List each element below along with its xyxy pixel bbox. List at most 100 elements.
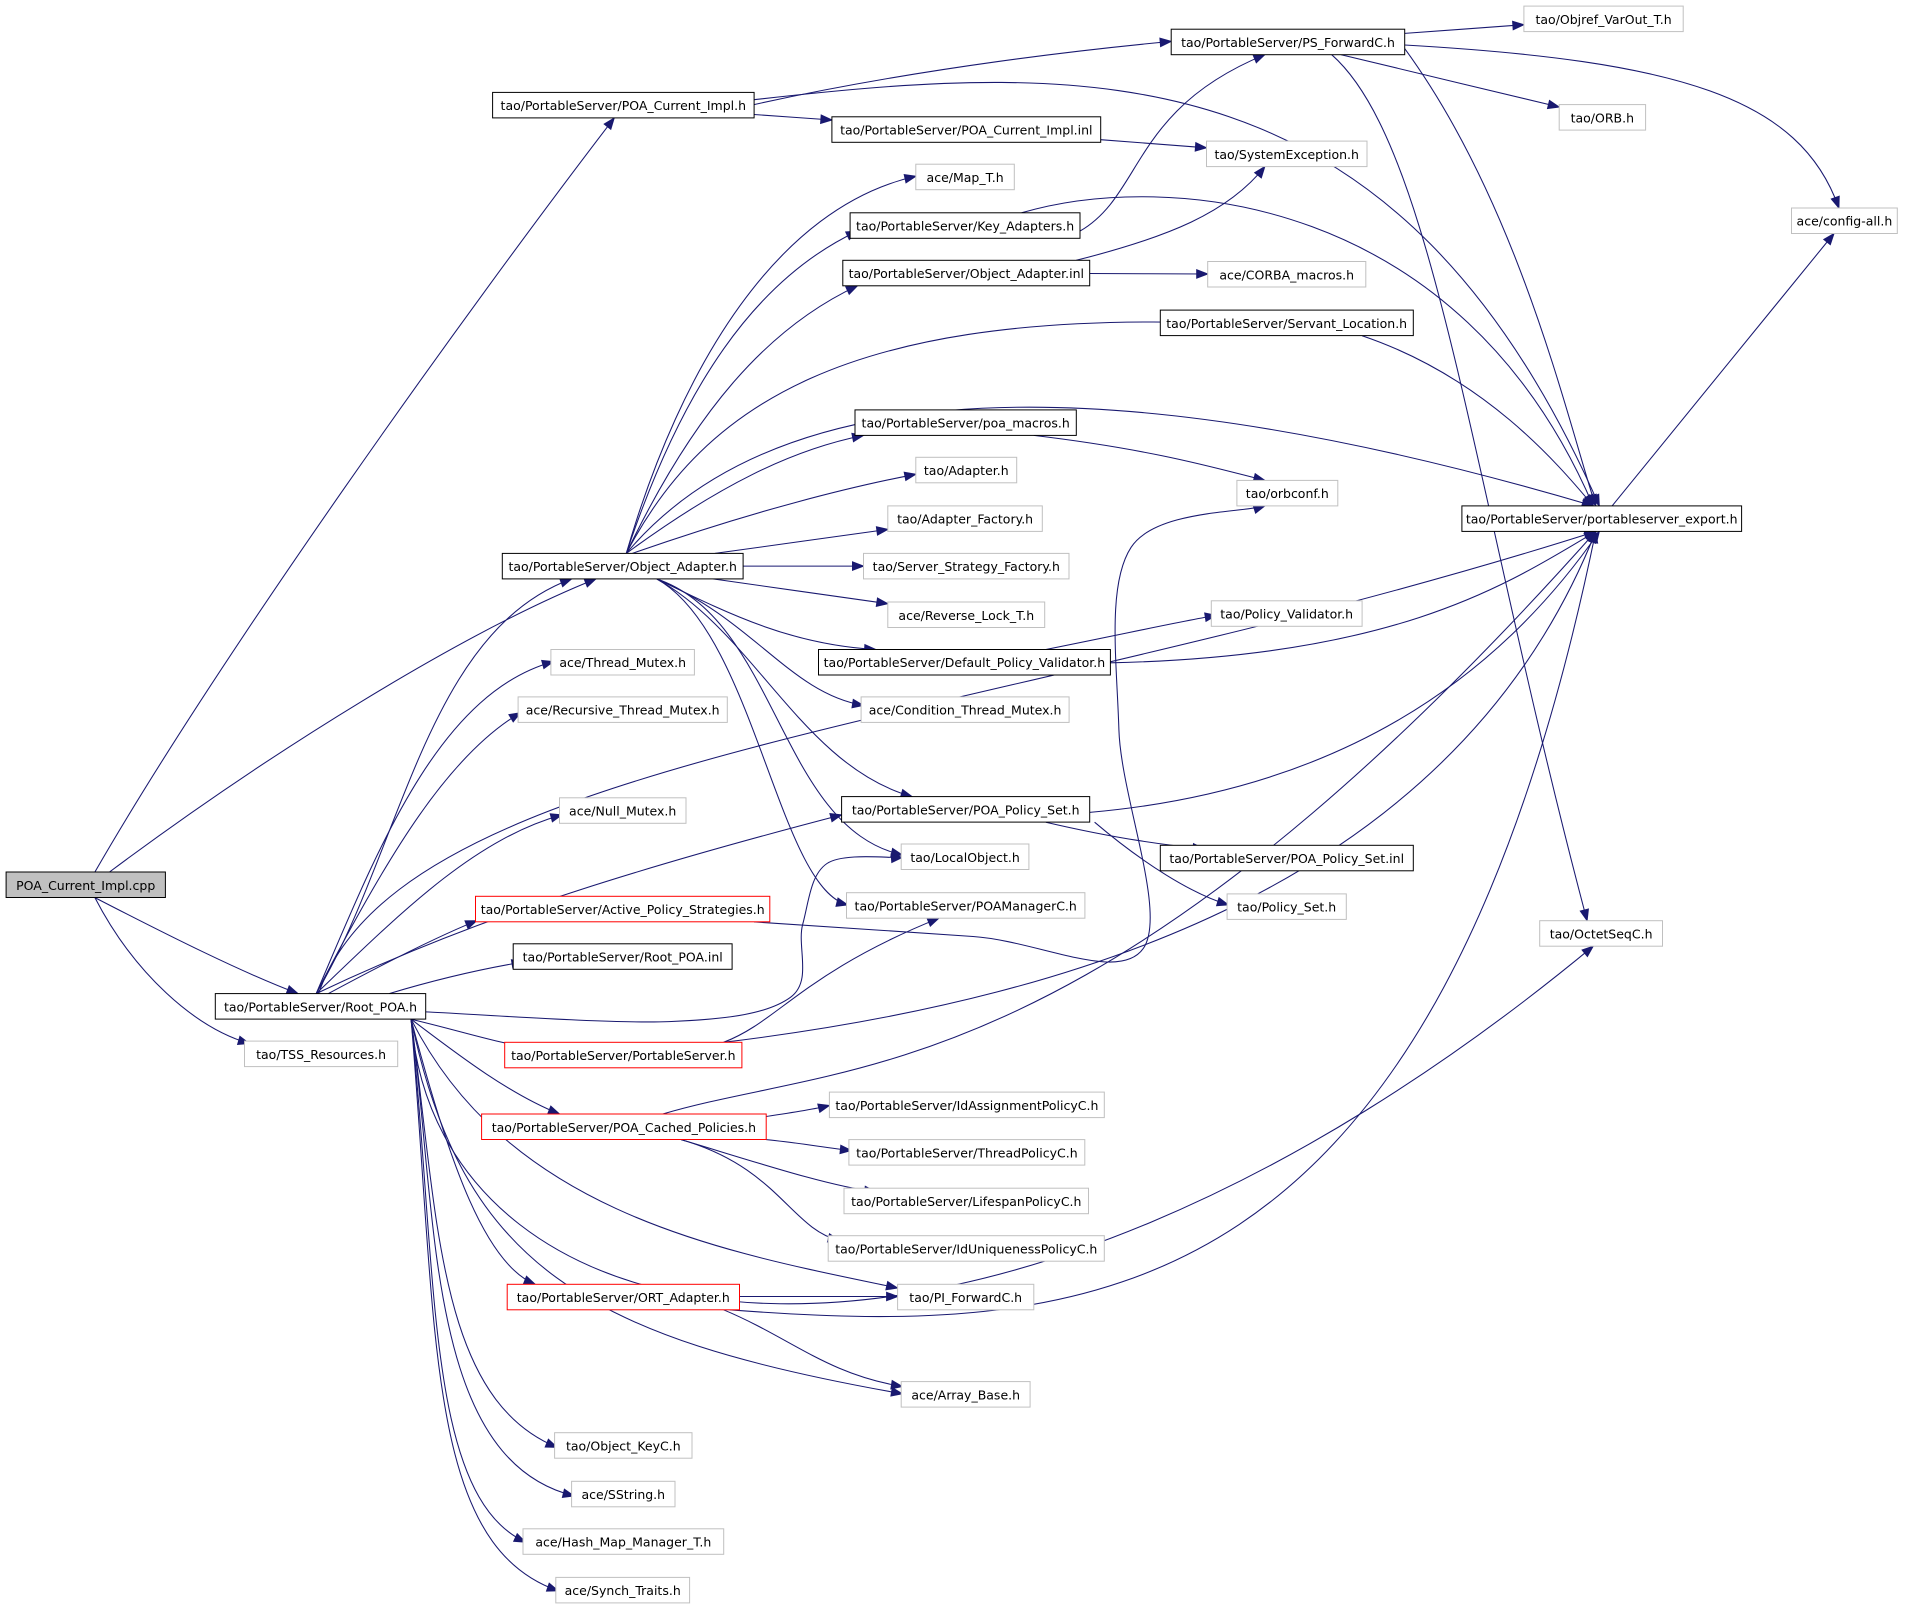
edge-root-to-poacur_h <box>94 116 616 873</box>
node-servloc[interactable]: tao/PortableServer/Servant_Location.h <box>1159 309 1414 337</box>
arrowhead-icon <box>1830 195 1840 210</box>
edge-root-to-tss <box>94 897 251 1046</box>
arrowhead-icon <box>1252 54 1267 64</box>
node-box <box>1791 207 1898 234</box>
node-box <box>512 943 733 970</box>
edge-line <box>656 578 903 856</box>
node-label: tao/PortableServer/ThreadPolicyC.h <box>856 1145 1077 1160</box>
edge-keyad-to-psexport <box>1021 196 1594 508</box>
edge-line <box>753 113 832 121</box>
arrowhead-icon <box>544 1438 559 1448</box>
edge-line <box>410 1019 903 1395</box>
node-defpolval[interactable]: tao/PortableServer/Default_Policy_Valida… <box>818 649 1111 676</box>
node-rootpoa[interactable]: tao/PortableServer/Root_POA.h <box>214 993 427 1020</box>
edge-psfwd-to-objref <box>1404 20 1526 34</box>
edge-rootpoa-to-nullmutex <box>315 813 564 994</box>
arrowhead-icon <box>890 1386 904 1397</box>
node-psexport[interactable]: tao/PortableServer/portableserver_export… <box>1461 505 1743 532</box>
node-polval: tao/Policy_Validator.h <box>1210 600 1363 627</box>
node-polset_inl[interactable]: tao/PortableServer/POA_Policy_Set.inl <box>1159 844 1414 872</box>
node-box <box>1207 261 1367 288</box>
edge-line <box>712 578 888 605</box>
node-root[interactable]: POA_Current_Impl.cpp <box>5 871 166 898</box>
node-box <box>1206 140 1368 168</box>
node-label: tao/PortableServer/POA_Cached_Policies.h <box>492 1120 756 1135</box>
edge-line <box>723 531 1597 1043</box>
edge-line <box>1076 166 1266 261</box>
node-objad[interactable]: tao/PortableServer/Object_Adapter.h <box>501 552 744 580</box>
arrowhead-icon <box>1581 945 1595 958</box>
edge-rootpoa-to-objkey <box>410 1019 559 1448</box>
arrowhead-icon <box>817 1103 831 1114</box>
arrowhead-icon <box>890 853 904 864</box>
edge-line <box>753 81 1600 507</box>
node-label: tao/Server_Strategy_Factory.h <box>873 559 1060 574</box>
edge-cached-to-iduniq <box>680 1139 841 1243</box>
node-adapter: tao/Adapter.h <box>915 456 1018 484</box>
node-box <box>492 91 755 119</box>
edge-line <box>389 961 524 995</box>
edge-poacur_h-to-psfwd <box>753 37 1173 106</box>
node-label: tao/PortableServer/PS_ForwardC.h <box>1181 35 1395 50</box>
node-portserv[interactable]: tao/PortableServer/PortableServer.h <box>504 1041 743 1069</box>
node-label: ace/CORBA_macros.h <box>1219 267 1354 282</box>
node-thrmutex: ace/Thread_Mutex.h <box>550 649 695 676</box>
node-objkey: tao/Object_KeyC.h <box>554 1432 693 1459</box>
node-poacur_inl[interactable]: tao/PortableServer/POA_Current_Impl.inl <box>831 116 1102 143</box>
node-box <box>897 1283 1035 1311</box>
arrowhead-icon <box>926 917 941 928</box>
node-adfact: tao/Adapter_Factory.h <box>887 505 1043 532</box>
arrowhead-icon <box>875 526 890 536</box>
arrowhead-icon <box>890 1379 904 1390</box>
edge-line <box>1361 335 1594 507</box>
node-label: ace/Condition_Thread_Mutex.h <box>869 703 1062 718</box>
edge-poacur_h-to-poacur_inl <box>753 113 834 125</box>
edge-line <box>1079 54 1265 232</box>
node-actpol[interactable]: tao/PortableServer/Active_Policy_Strateg… <box>475 895 771 923</box>
edge-line <box>680 1139 840 1242</box>
edge-rootpoa-to-actpol <box>328 920 478 995</box>
arrowhead-icon <box>844 285 859 296</box>
arrowhead-icon <box>1215 896 1230 907</box>
node-rootpoa_inl[interactable]: tao/PortableServer/Root_POA.inl <box>512 943 733 970</box>
edge-objad-to-revlock <box>712 578 890 607</box>
edge-poamac-to-orbconf <box>1033 434 1267 483</box>
node-box <box>860 696 1070 723</box>
node-psfwd[interactable]: tao/PortableServer/PS_ForwardC.h <box>1170 28 1406 56</box>
node-orb: tao/ORB.h <box>1558 104 1647 131</box>
node-label: tao/PortableServer/IdUniquenessPolicyC.h <box>835 1241 1097 1256</box>
edge-line <box>680 1139 876 1193</box>
node-hashmap: ace/Hash_Map_Manager_T.h <box>522 1528 725 1555</box>
node-cached[interactable]: tao/PortableServer/POA_Cached_Policies.h <box>481 1113 767 1140</box>
node-sstring: ace/SString.h <box>571 1480 676 1508</box>
node-box <box>555 1576 691 1604</box>
node-ortad[interactable]: tao/PortableServer/ORT_Adapter.h <box>506 1283 741 1311</box>
node-poamac[interactable]: tao/PortableServer/poa_macros.h <box>854 409 1077 436</box>
edge-line <box>625 406 1594 554</box>
node-box <box>504 1041 743 1069</box>
node-keyad[interactable]: tao/PortableServer/Key_Adapters.h <box>849 212 1081 239</box>
node-box <box>915 163 1015 191</box>
edge-line <box>656 578 876 651</box>
edge-line <box>625 285 858 554</box>
node-octseq: tao/OctetSeqC.h <box>1539 920 1663 947</box>
node-label: ace/Thread_Mutex.h <box>559 655 686 670</box>
arrowhead-icon <box>561 1488 576 1498</box>
node-label: ace/Array_Base.h <box>911 1387 1020 1402</box>
edge-line <box>723 1309 903 1388</box>
arrowhead-icon <box>820 114 834 125</box>
node-poacur_h[interactable]: tao/PortableServer/POA_Current_Impl.h <box>492 91 755 119</box>
edge-psfwd-to-configall <box>1404 44 1840 210</box>
node-label: tao/Objref_VarOut_T.h <box>1535 12 1671 27</box>
arrowhead-icon <box>583 578 598 588</box>
node-label: tao/PortableServer/portableserver_export… <box>1466 512 1738 527</box>
node-box <box>550 649 695 676</box>
edge-line <box>632 473 916 554</box>
node-box <box>863 552 1070 580</box>
node-box <box>828 1091 1105 1119</box>
node-box <box>900 1381 1031 1408</box>
node-polset[interactable]: tao/PortableServer/POA_Policy_Set.h <box>841 796 1091 823</box>
edge-root-to-objad <box>109 578 598 873</box>
node-objad_inl[interactable]: tao/PortableServer/Object_Adapter.inl <box>842 259 1091 287</box>
edge-objad-to-mapt <box>625 174 918 554</box>
